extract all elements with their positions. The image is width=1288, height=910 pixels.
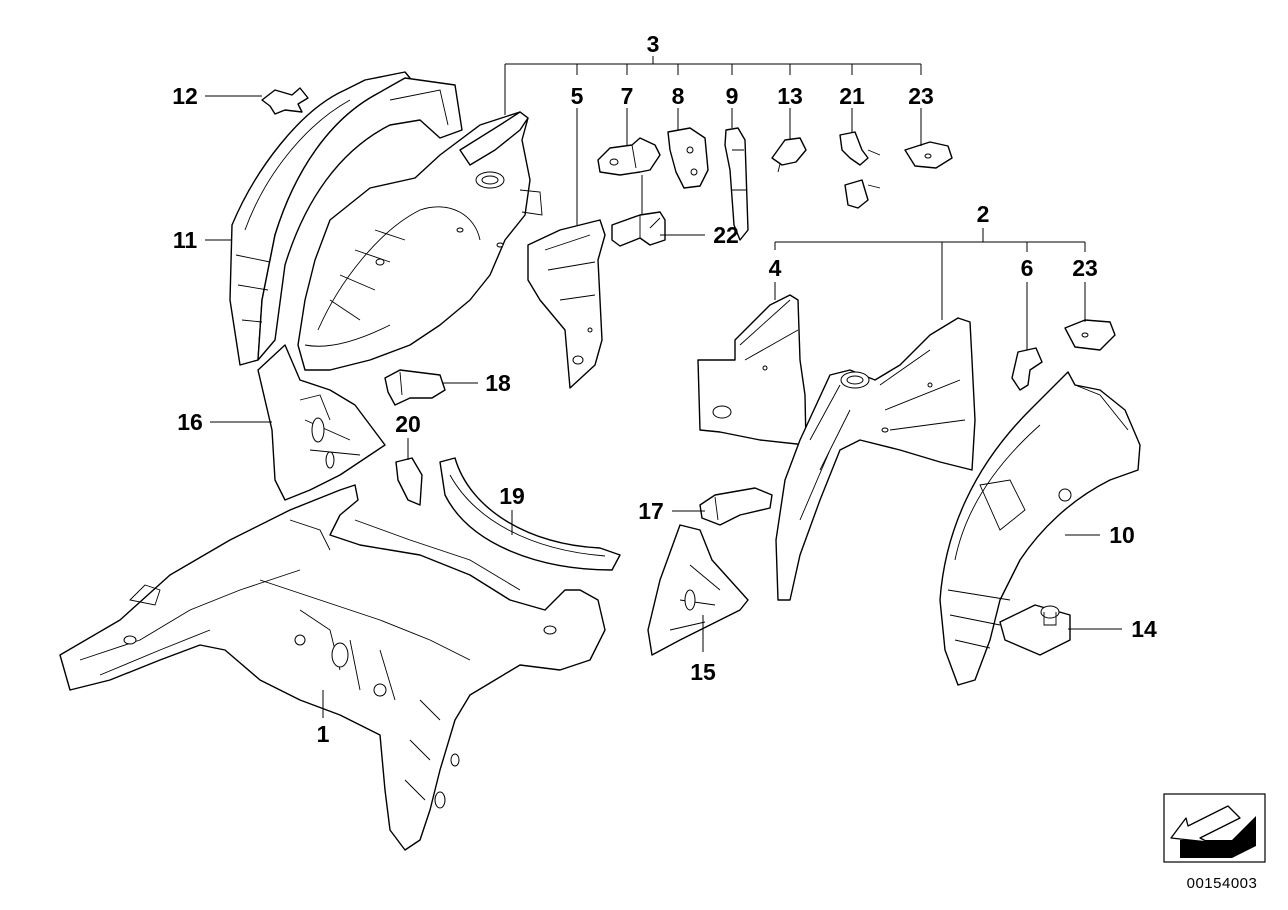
callout-23-right: 23: [1072, 255, 1098, 281]
part-1-rear-subframe: [59, 484, 606, 851]
callout-11: 11: [173, 227, 198, 253]
part-15-gusset: [647, 524, 749, 656]
part-23-bracket-top: [904, 141, 953, 169]
callout-2: 2: [977, 201, 990, 227]
part-9-bracket: [724, 127, 749, 241]
callout-13: 13: [777, 83, 803, 109]
part-13-clip: [771, 137, 807, 173]
part-16-gusset: [257, 344, 386, 501]
part-2-wheel-housing-right: [775, 317, 976, 601]
callout-22: 22: [713, 222, 739, 248]
callout-7: 7: [621, 83, 634, 109]
diagram-code: 00154003: [1187, 875, 1258, 892]
callout-3: 3: [647, 31, 660, 57]
part-6-bracket: [1011, 347, 1043, 391]
part-3-wheel-housing-left: [297, 111, 543, 371]
callout-18: 18: [485, 370, 511, 396]
part-19-curved-strip: [439, 457, 621, 571]
callout-6: 6: [1021, 255, 1034, 281]
part-21-bracket: [839, 131, 881, 209]
callout-10: 10: [1109, 522, 1135, 548]
part-7-bracket: [597, 137, 661, 176]
arrow-down-left-icon: [1163, 793, 1266, 863]
part-12-clip: [261, 87, 309, 115]
callout-17: 17: [638, 498, 664, 524]
callout-23-top: 23: [908, 83, 934, 109]
callout-21: 21: [839, 83, 865, 109]
callout-15: 15: [690, 659, 716, 685]
callout-8: 8: [672, 83, 685, 109]
part-5-inner-bracket: [527, 219, 606, 389]
part-23-bracket-right: [1064, 319, 1116, 351]
callout-20: 20: [395, 411, 421, 437]
part-10-wheel-arch-liner: [939, 371, 1141, 686]
part-8-bracket: [667, 127, 709, 189]
part-17-bracket: [699, 487, 773, 526]
part-22-bracket: [611, 211, 666, 247]
callout-12: 12: [172, 83, 198, 109]
part-11-wheel-arch-outer: [229, 71, 463, 366]
callout-5: 5: [571, 83, 584, 109]
part-18-bracket: [384, 369, 446, 406]
leader-lines: [205, 56, 1122, 718]
part-14-mount-plate: [999, 604, 1071, 656]
callout-1: 1: [317, 721, 330, 747]
callout-labels: 3 5 7 8 9 13 21 23 12 11 22 2 4 6 23 18 …: [172, 31, 1157, 747]
callout-19: 19: [499, 483, 525, 509]
callout-14: 14: [1131, 616, 1157, 642]
callout-9: 9: [726, 83, 739, 109]
callout-16: 16: [177, 409, 203, 435]
part-4-wheel-housing-panel: [697, 294, 807, 446]
callout-4: 4: [769, 255, 782, 281]
part-20-plate: [395, 457, 423, 506]
